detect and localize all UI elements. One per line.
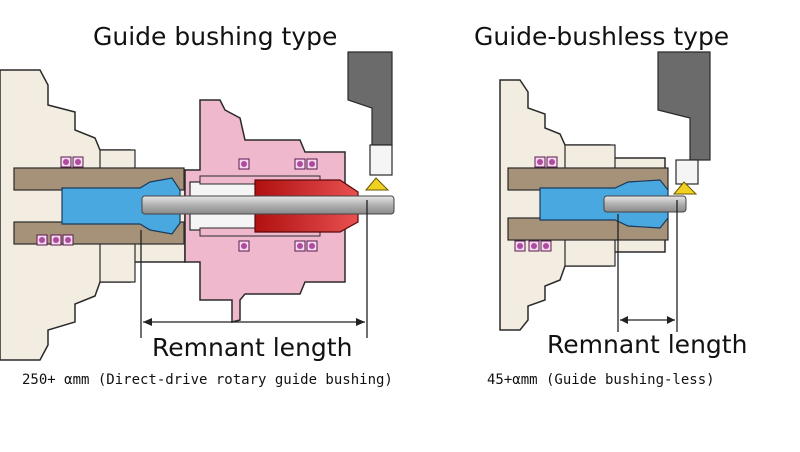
right-caption: 45+αmm (Guide bushing-less)	[487, 372, 715, 388]
left-bearing	[294, 240, 306, 252]
left-bearing	[238, 158, 250, 170]
left-tool-holder	[347, 51, 393, 146]
right-bearing	[514, 240, 526, 252]
right-bearing	[546, 156, 558, 168]
left-bearing	[50, 234, 62, 246]
left-bearing	[72, 156, 84, 168]
right-remnant-length-label: Remnant length	[547, 330, 748, 359]
left-caption: 250+ αmm (Direct-drive rotary guide bush…	[22, 372, 393, 388]
left-remnant-length-label: Remnant length	[152, 333, 353, 362]
left-panel-title: Guide bushing type	[93, 22, 338, 51]
right-bearing	[534, 156, 546, 168]
left-bearing	[36, 234, 48, 246]
right-dimension-arrow	[667, 316, 675, 324]
right-bearing	[528, 240, 540, 252]
left-bearing	[306, 240, 318, 252]
left-bearing	[238, 240, 250, 252]
right-bearing	[540, 240, 552, 252]
right-tool-shank	[675, 159, 699, 185]
left-dimension-arrow	[143, 318, 152, 326]
right-bar-stock	[603, 195, 687, 213]
left-collet	[61, 177, 181, 235]
left-bearing	[62, 234, 74, 246]
left-cutting-insert	[364, 177, 390, 191]
left-bearing	[294, 158, 306, 170]
left-dimension-arrow	[356, 318, 365, 326]
left-bearing	[306, 158, 318, 170]
right-panel-title: Guide-bushless type	[474, 22, 730, 51]
right-dimension-arrow	[620, 316, 628, 324]
left-bearing	[60, 156, 72, 168]
left-bar-stock	[141, 195, 395, 215]
left-diagram	[0, 51, 395, 361]
right-tool-holder	[657, 51, 711, 161]
right-cutting-insert	[672, 181, 698, 195]
right-diagram	[499, 51, 711, 332]
left-tool-shank	[369, 144, 393, 176]
